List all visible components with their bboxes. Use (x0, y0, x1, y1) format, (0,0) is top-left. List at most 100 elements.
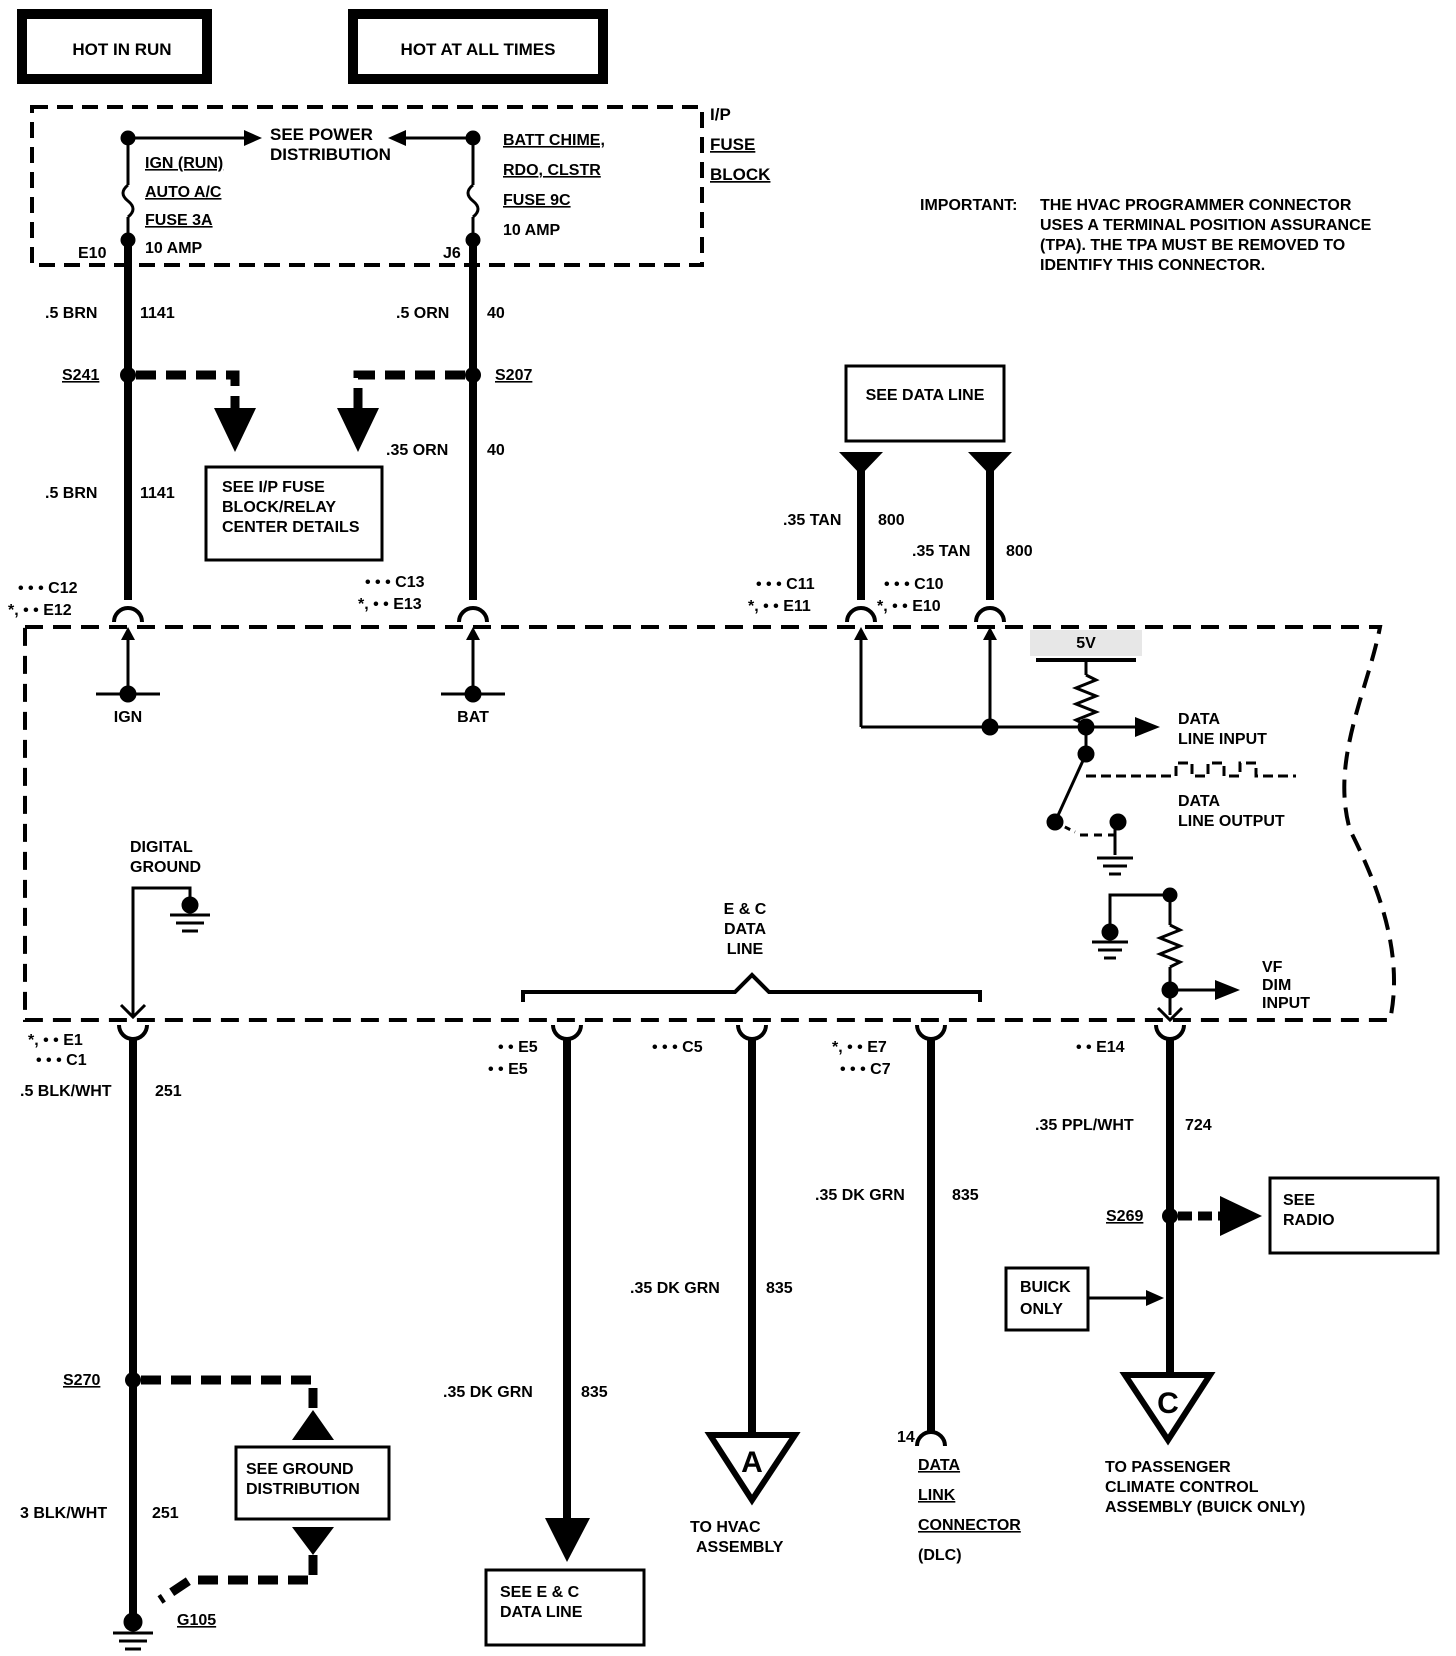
vf-label-1: VF (1262, 959, 1283, 976)
left-fuse-line-2: AUTO A/C (145, 184, 222, 201)
important-line-4: IDENTIFY THIS CONNECTOR. (1040, 257, 1265, 274)
ign-bat-internal (96, 627, 505, 703)
conn-c10: • • • C10 (884, 576, 944, 593)
data-line-arrowheads (839, 452, 1012, 475)
see-power-label-1: SEE POWER (270, 125, 373, 144)
wire4-circuit: 40 (487, 442, 505, 459)
see-power-label-2: DISTRIBUTION (270, 145, 391, 164)
right-fuse-line-2: RDO, CLSTR (503, 162, 601, 179)
buick-only-line-2: ONLY (1020, 1301, 1063, 1318)
conn-e14: • • E14 (1076, 1039, 1125, 1056)
upper-connector-arcs (112, 606, 1006, 623)
dlc-pin-number: 14 (897, 1429, 915, 1446)
to-hvac-line-2: ASSEMBLY (696, 1539, 784, 1556)
conn-c12: • • • C12 (18, 580, 78, 597)
conn-e10: *, • • E10 (877, 598, 941, 615)
data-line-output-2: LINE OUTPUT (1178, 813, 1285, 830)
dlc-line-1: DATA (918, 1457, 961, 1474)
buick-only-arrow (1088, 1290, 1164, 1306)
data-line-internal (854, 627, 1296, 876)
five-v-label: 5V (1076, 635, 1096, 652)
buick-only-box: BUICK ONLY (1004, 1266, 1090, 1332)
ign-label: IGN (114, 709, 142, 726)
hot-at-all-times-label: HOT AT ALL TIMES (401, 40, 556, 59)
vf-label-3: INPUT (1262, 995, 1310, 1012)
fuse-details-line-3: CENTER DETAILS (222, 519, 360, 536)
g105-label: G105 (177, 1612, 216, 1629)
fuse-details-line-1: SEE I/P FUSE (222, 479, 325, 496)
fuse-details-arrowheads (214, 408, 379, 452)
five-v-shading (1030, 630, 1142, 656)
ec-data-line-box: SEE E & C DATA LINE (484, 1568, 646, 1647)
digital-ground-symbol (119, 886, 210, 1020)
bat-label: BAT (457, 709, 489, 726)
ground-dist-arrowheads (292, 1410, 334, 1555)
wire3-gauge: .5 BRN (45, 485, 97, 502)
wire1-gauge: .5 BRN (45, 305, 97, 322)
hot-in-run-box: HOT IN RUN (17, 9, 212, 84)
passenger-line-1: TO PASSENGER (1105, 1459, 1231, 1476)
wire11-gauge: .35 DK GRN (443, 1384, 533, 1401)
lower-wires (129, 1040, 1174, 1620)
left-fuse-line-3: FUSE 3A (145, 212, 213, 229)
wire11-circuit: 835 (581, 1384, 608, 1401)
conn-c1: • • • C1 (36, 1052, 87, 1069)
hot-in-run-label: HOT IN RUN (72, 40, 171, 59)
vf-dim-internal (1092, 887, 1240, 1023)
to-hvac-line-1: TO HVAC (690, 1519, 761, 1536)
fuse-block-label-3: BLOCK (710, 165, 771, 184)
important-label: IMPORTANT: (920, 197, 1017, 214)
wire2-circuit: 40 (487, 305, 505, 322)
fuse-block-outline (30, 105, 704, 267)
digital-ground-label-1: DIGITAL (130, 839, 193, 856)
see-radio-line-1: SEE (1283, 1192, 1315, 1209)
g105-ground-symbol (113, 1612, 153, 1651)
ec-label-3: LINE (727, 941, 764, 958)
left-fuse-line-1: IGN (RUN) (145, 155, 223, 172)
splice-s270-label: S270 (63, 1372, 100, 1389)
connector-a-label: A (741, 1446, 763, 1479)
passenger-line-3: ASSEMBLY (BUICK ONLY) (1105, 1499, 1305, 1516)
data-line-input-2: LINE INPUT (1178, 731, 1267, 748)
ec-data-box-line-2: DATA LINE (500, 1604, 583, 1621)
conn-c13: • • • C13 (365, 574, 425, 591)
ec-brace (521, 972, 982, 1002)
fuse-block-label-2: FUSE (710, 135, 755, 154)
conn-e5a: • • E5 (498, 1039, 538, 1056)
wire7-gauge: .5 BLK/WHT (20, 1083, 112, 1100)
ec-data-arrowhead (545, 1518, 590, 1562)
wire7-circuit: 251 (155, 1083, 182, 1100)
wire8-gauge: .35 PPL/WHT (1035, 1117, 1134, 1134)
wire6-gauge: .35 TAN (912, 543, 970, 560)
digital-ground-label-2: GROUND (130, 859, 201, 876)
conn-e12: *, • • E12 (8, 602, 72, 619)
data-line-input-1: DATA (1178, 711, 1221, 728)
conn-c7: • • • C7 (840, 1061, 891, 1078)
conn-e13: *, • • E13 (358, 596, 422, 613)
wire9-circuit: 835 (952, 1187, 979, 1204)
right-fuse-line-3: FUSE 9C (503, 192, 571, 209)
connector-a-triangle: A (704, 1432, 801, 1506)
wire10-gauge: .35 DK GRN (630, 1280, 720, 1297)
right-fuse-terminal: J6 (443, 245, 461, 262)
splice-s269-dot (1162, 1208, 1178, 1224)
wire5-circuit: 800 (878, 512, 905, 529)
wire10-circuit: 835 (766, 1280, 793, 1297)
wire9-gauge: .35 DK GRN (815, 1187, 905, 1204)
left-fuse (120, 130, 136, 248)
conn-e5b: • • E5 (488, 1061, 528, 1078)
vf-label-2: DIM (1262, 977, 1291, 994)
lower-connector-arcs (117, 1024, 1186, 1041)
important-line-2: USES A TERMINAL POSITION ASSURANCE (1040, 217, 1372, 234)
right-fuse-line-4: 10 AMP (503, 222, 561, 239)
ec-data-box-line-1: SEE E & C (500, 1584, 580, 1601)
dlc-pin-arc (915, 1430, 947, 1447)
wire2-gauge: .5 ORN (396, 305, 449, 322)
conn-e7: *, • • E7 (832, 1039, 887, 1056)
buick-only-line-1: BUICK (1020, 1279, 1071, 1296)
splice-s207-label: S207 (495, 367, 532, 384)
ec-label-2: DATA (724, 921, 767, 938)
conn-c11: • • • C11 (756, 576, 815, 593)
module-outline (23, 625, 1396, 1022)
